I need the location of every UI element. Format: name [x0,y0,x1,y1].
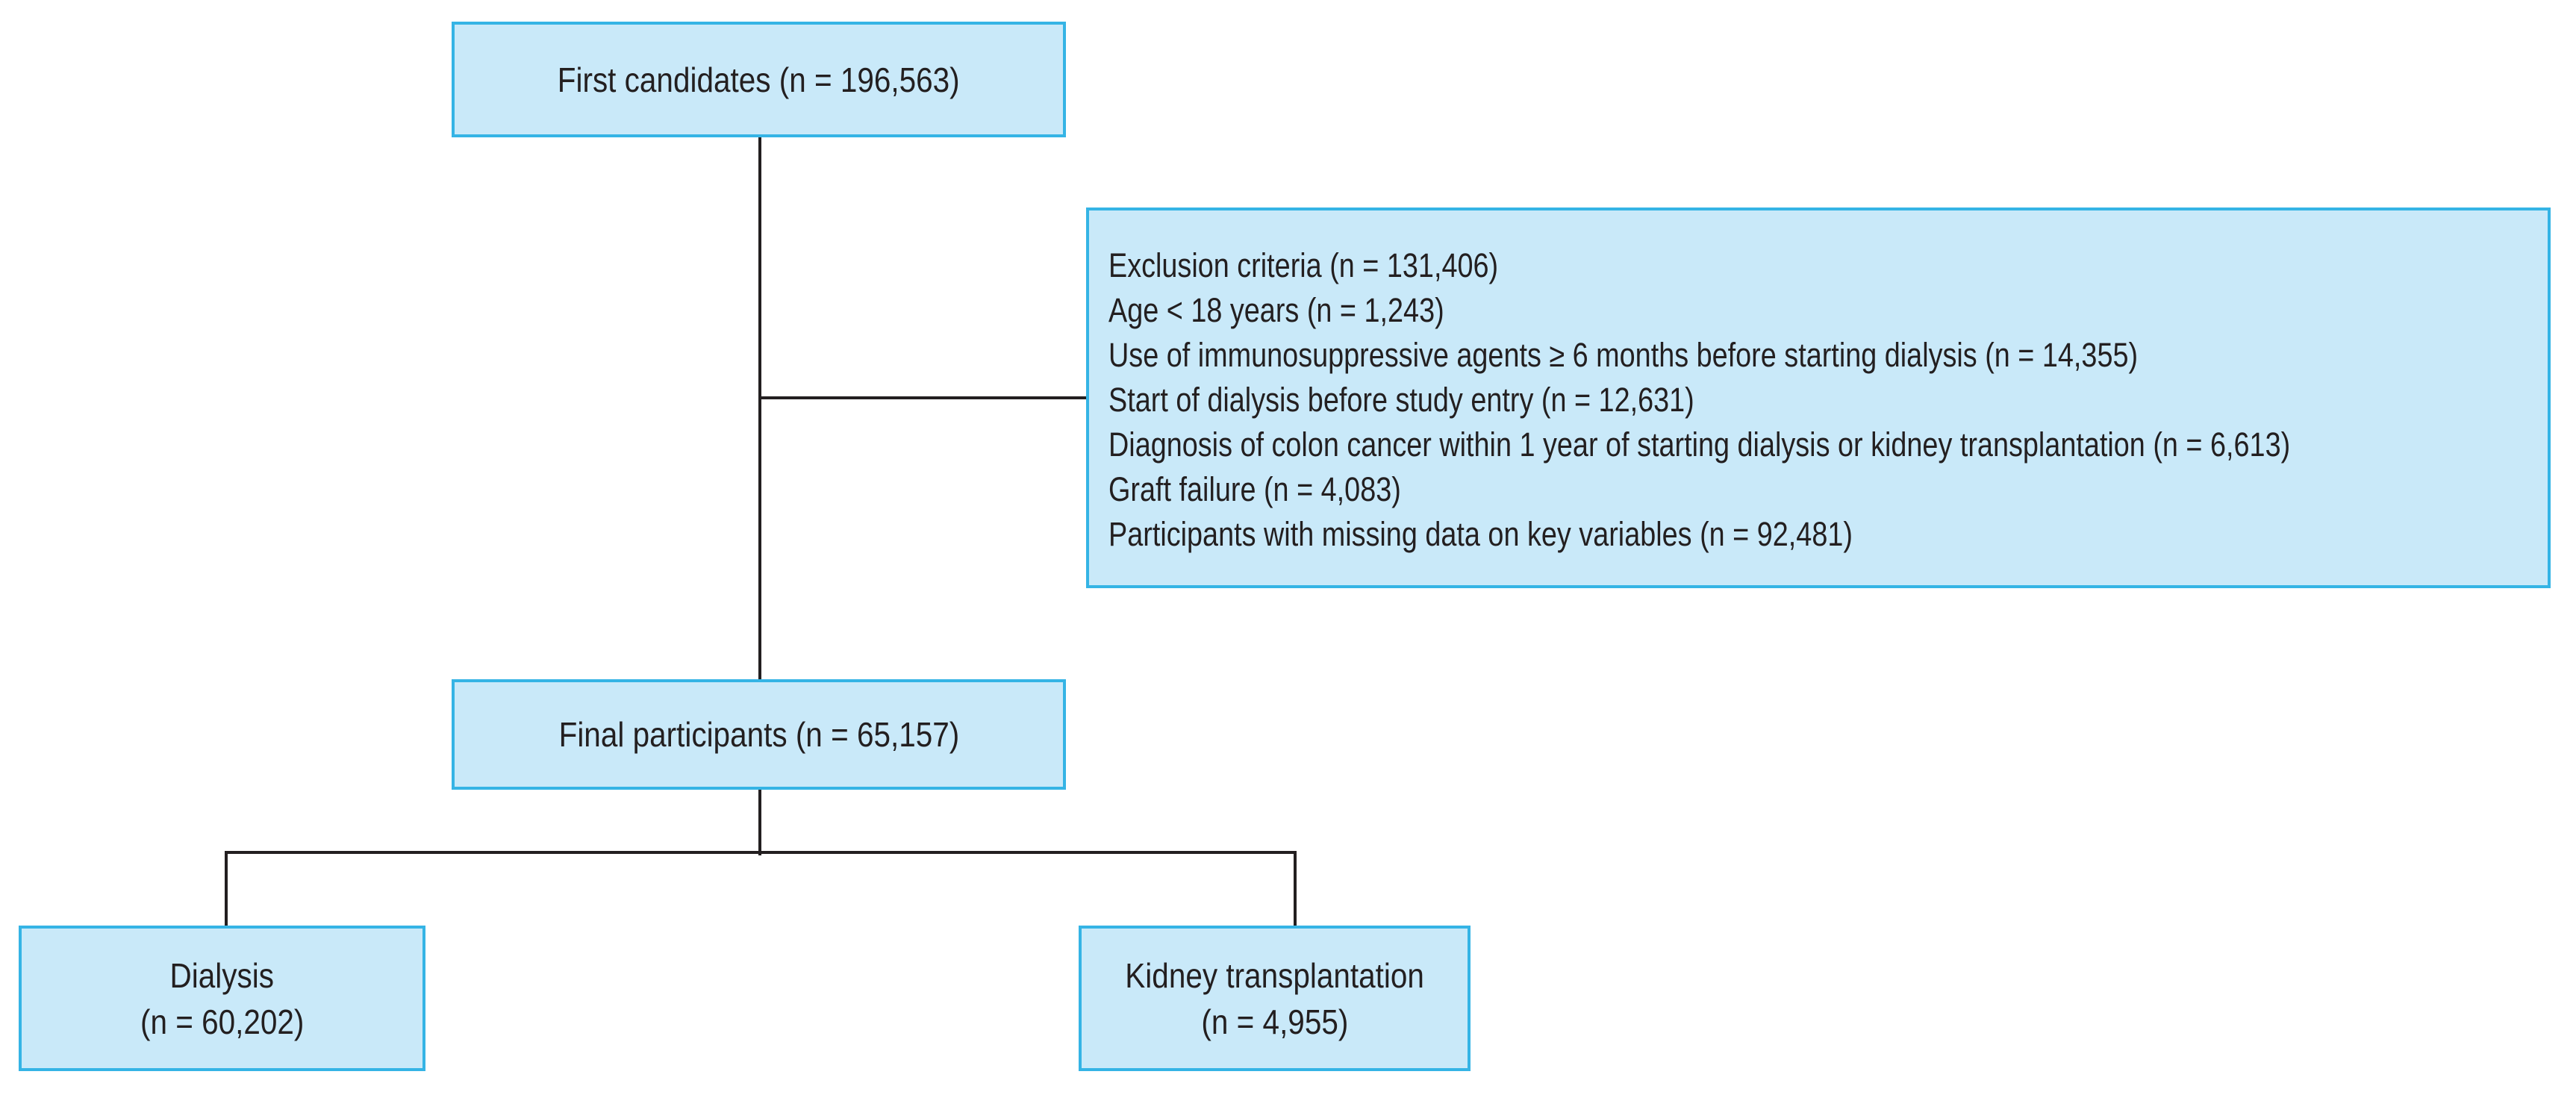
final-participants-label: Final participants (n = 65,157) [558,715,959,754]
connector-stub-kidney [1294,851,1297,927]
dialysis-label-line2: (n = 60,202) [140,1002,305,1041]
box-dialysis: Dialysis (n = 60,202) [19,926,425,1071]
box-kidney-transplantation: Kidney transplantation (n = 4,955) [1079,926,1471,1071]
exclusion-line: Participants with missing data on key va… [1108,515,1853,553]
exclusion-line: Start of dialysis before study entry (n … [1108,381,1694,419]
box-first-candidates: First candidates (n = 196,563) [452,22,1066,137]
exclusion-line: Diagnosis of colon cancer within 1 year … [1108,425,2291,464]
exclusion-line: Graft failure (n = 4,083) [1108,470,1401,508]
connector-branch-bottom [225,851,1297,854]
connector-stub-dialysis [225,851,228,927]
kidney-transplantation-label-line1: Kidney transplantation [1125,955,1424,995]
dialysis-label-line1: Dialysis [169,955,275,995]
connector-trunk-top [758,137,761,681]
exclusion-line: Use of immunosuppressive agents ≥ 6 mont… [1108,336,2139,374]
connector-branch-exclusion [760,396,1086,399]
kidney-transplantation-label-line2: (n = 4,955) [1201,1002,1348,1041]
first-candidates-label: First candidates (n = 196,563) [558,60,960,99]
box-final-participants: Final participants (n = 65,157) [452,679,1066,790]
box-exclusion-criteria: Exclusion criteria (n = 131,406) Age < 1… [1086,208,2551,588]
exclusion-line: Age < 18 years (n = 1,243) [1108,291,1444,329]
connector-trunk-bottom [758,788,761,855]
exclusion-line: Exclusion criteria (n = 131,406) [1108,246,1499,284]
